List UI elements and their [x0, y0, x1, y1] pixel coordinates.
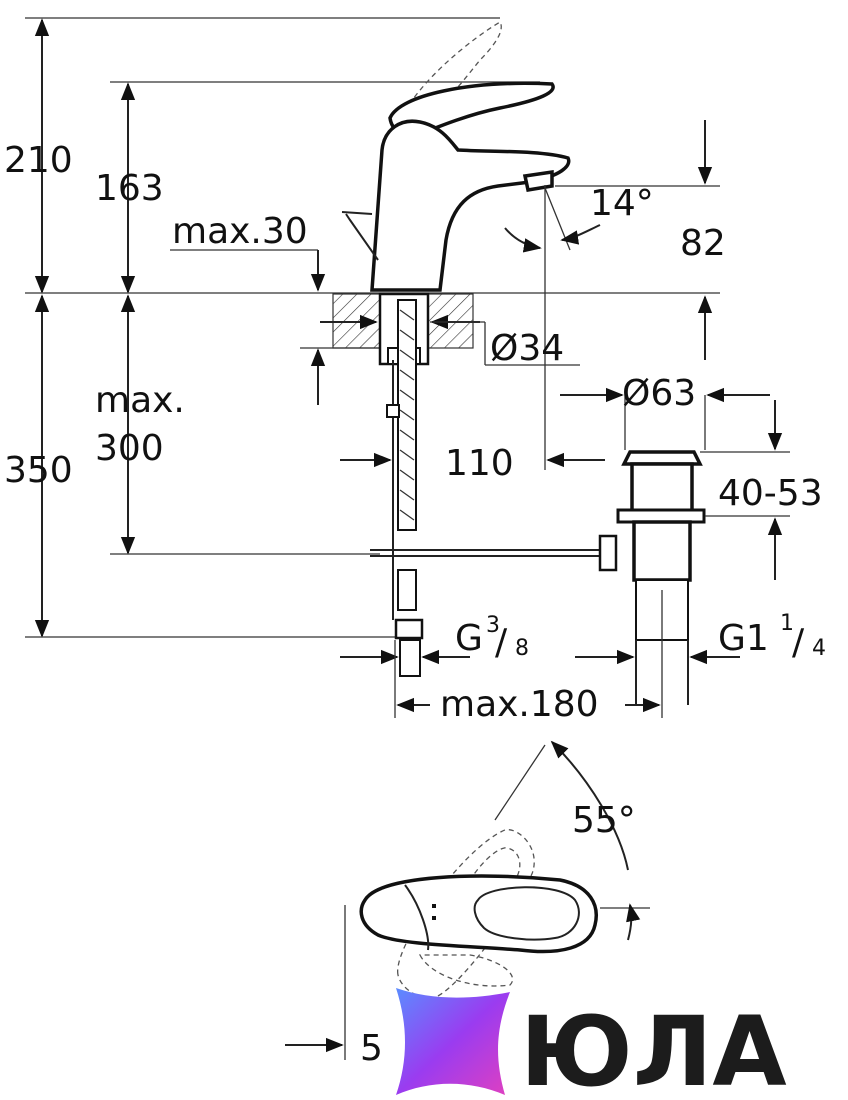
label-d34: Ø34 — [490, 328, 564, 369]
dim-line-40-53 — [700, 400, 790, 580]
svg-text:G: G — [455, 618, 483, 659]
label-55deg: 55° — [572, 800, 636, 841]
label-d63: Ø63 — [622, 373, 696, 414]
label-40-53: 40-53 — [718, 473, 823, 514]
label-max180: max.180 — [440, 684, 599, 725]
pop-up-rod — [370, 534, 618, 572]
label-bottom-dim: 5 — [360, 1028, 383, 1069]
label-14deg: 14° — [590, 183, 654, 224]
dim-line-210 — [25, 17, 500, 294]
svg-text:8: 8 — [515, 636, 529, 661]
label-163: 163 — [95, 168, 164, 209]
svg-text:/: / — [495, 622, 508, 663]
label-82: 82 — [680, 223, 726, 264]
label-110: 110 — [445, 443, 514, 484]
dim-line-63 — [560, 387, 770, 450]
label-max: max. — [95, 380, 185, 421]
yula-logo: ЮЛА — [396, 988, 787, 1100]
dim-line-82 — [555, 120, 720, 360]
svg-text:G1: G1 — [718, 618, 769, 659]
waste-valve — [616, 450, 706, 705]
logo-wordmark: ЮЛА — [520, 996, 787, 1100]
label-210: 210 — [4, 140, 73, 181]
label-300: 300 — [95, 428, 164, 469]
dim-line-300 — [110, 294, 380, 555]
supply-hose — [386, 299, 424, 677]
faucet-body — [341, 21, 571, 292]
label-g38: G 3 / 8 — [455, 613, 529, 663]
label-g114: G1 1 / 4 — [718, 611, 826, 663]
label-max30: max.30 — [172, 211, 308, 252]
dim-line-163 — [110, 81, 540, 294]
svg-text:3: 3 — [486, 613, 500, 638]
svg-text:1: 1 — [780, 611, 794, 636]
spout-angle-lines — [504, 185, 601, 470]
top-view — [285, 740, 650, 1060]
star-logo-icon — [396, 988, 510, 1095]
dim-line-max180 — [394, 590, 663, 718]
svg-text:4: 4 — [812, 636, 826, 661]
dim-line-350 — [25, 294, 400, 638]
svg-text:/: / — [792, 622, 805, 663]
label-350: 350 — [4, 450, 73, 491]
countertop-section — [320, 292, 580, 366]
